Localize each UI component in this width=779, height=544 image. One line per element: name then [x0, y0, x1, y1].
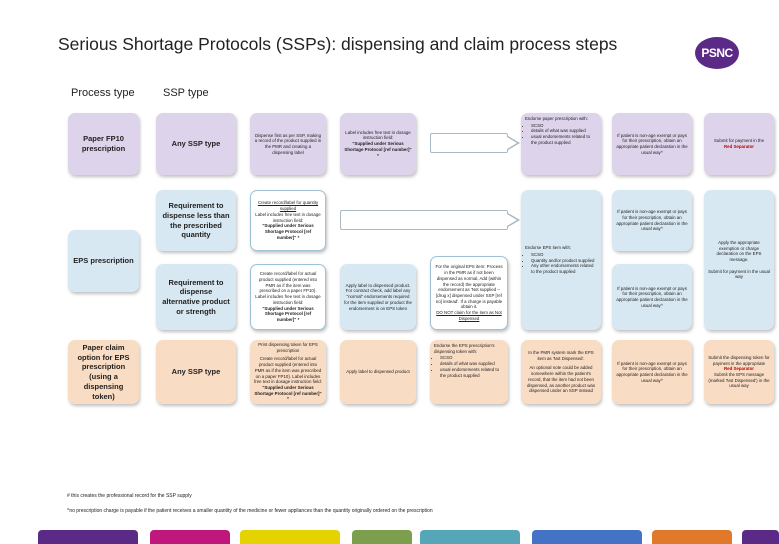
eps-less-record-text: Create record/label for quantity supplie… [257, 200, 319, 212]
claim-endorse-title: Endorse the EPS prescription's dispensin… [434, 343, 495, 354]
eps-alt-apply-text: Apply label to dispensed product. For co… [344, 282, 412, 311]
claim-step-endorse-token: Endorse the EPS prescription's dispensin… [430, 340, 508, 404]
footer-color-bar [352, 530, 412, 544]
eps-less-step-record: Create record/label for quantity supplie… [250, 190, 326, 251]
paper-endorse-item: usual endorsements related to the produc… [531, 134, 597, 145]
footer-color-bar [420, 530, 520, 544]
claim-record-text: Create record/label for actual product s… [254, 356, 322, 385]
eps-alt-record-text: Create record/label for actual product s… [255, 271, 321, 305]
process-eps: EPS prescription [68, 230, 139, 292]
eps-less-label-text: Label includes free text in dosage instr… [255, 211, 321, 223]
footnote-professional-record: # this creates the professional record f… [67, 493, 192, 499]
eps-less-ssp-text: "Supplied under Serious Shortage Protoco… [262, 223, 314, 240]
column-header-ssp-type: SSP type [163, 87, 209, 99]
eps-step-endorse: Endorse EPS item with: SCSO Quantity and… [521, 190, 601, 330]
ssp-type-alternative-product: Requirement to dispense alternative prod… [156, 264, 236, 330]
eps-endorse-item: Any other endorsements related to the pr… [531, 263, 597, 274]
claim-step-charge: If patient is non-age exempt or pays for… [612, 340, 692, 404]
paper-step-charge: If patient is non-age exempt or pays for… [612, 113, 692, 175]
ssp-any-paper-label: Any SSP type [171, 139, 221, 149]
eps-alt-step-apply-label: Apply label to dispensed product. For co… [340, 264, 416, 330]
page-title: Serious Shortage Protocols (SSPs): dispe… [58, 34, 618, 54]
process-paper-claim: Paper claim option for EPS prescription … [68, 340, 139, 404]
ssp-type-any-paper: Any SSP type [156, 113, 236, 175]
paper-step-label-text: Label includes free text in dosage instr… [345, 129, 411, 141]
paper-step-submit: Submit for payment in the Red Separator [704, 113, 774, 175]
eps-step-submit: Apply the appropriate exemption or charg… [704, 190, 774, 330]
paper-endorse-item: details of what was supplied [531, 128, 597, 134]
eps-less-step-charge: If patient is non-age exempt or pays for… [612, 190, 692, 251]
paper-flow-arrow [430, 133, 508, 153]
claim-endorse-item: usual endorsements related to the produc… [440, 367, 504, 378]
eps-alt-step-original-item: For the original EPS item: Process in th… [430, 256, 508, 330]
eps-alt-original-text: For the original EPS item: Process in th… [435, 264, 503, 310]
process-eps-label: EPS prescription [73, 256, 134, 266]
claim-apply-text: Apply label to dispensed product [346, 369, 410, 375]
ssp-type-any-claim: Any SSP type [156, 340, 236, 404]
claim-note-text: An optional note could be added somewher… [526, 365, 596, 394]
footer-color-bar [38, 530, 138, 544]
eps-alt-do-not-claim-text: DO NOT claim for the item as Not Dispens… [436, 310, 502, 321]
claim-endorse-item: details of what was supplied [440, 361, 504, 367]
eps-alt-step-charge: If patient is non-age exempt or pays for… [612, 264, 692, 330]
eps-less-flow-arrow [340, 210, 508, 230]
claim-step-print-token: Print dispensing token for EPS prescript… [250, 340, 326, 404]
claim-ssp-text: "Supplied under Serious Shortage Protoco… [254, 384, 322, 402]
eps-endorse-item: SCSO [531, 252, 597, 258]
claim-charge-text: If patient is non-age exempt or pays for… [616, 360, 688, 383]
claim-print-token-text: Print dispensing token for EPS prescript… [258, 341, 318, 353]
paper-submit-text: Submit for payment in the [713, 138, 765, 144]
eps-alt-step-record: Create record/label for actual product s… [250, 264, 326, 330]
red-separator-label: Red Separator [723, 366, 754, 372]
eps-endorse-item: Quantity and/or product supplied [531, 258, 597, 264]
footer-color-bar [652, 530, 732, 544]
claim-endorse-item: SCSO [440, 355, 504, 361]
footnote-prescription-charge: ^no prescription charge is payable if th… [67, 508, 433, 514]
eps-endorse-title: Endorse EPS item with: [525, 245, 572, 251]
claim-step-mark-not-dispensed: In the PMR system mark the EPS item as '… [521, 340, 601, 404]
paper-step-endorse: Endorse paper prescription with: SCSO de… [521, 113, 601, 175]
claim-submit-token-text: Submit the dispensing token for payment … [708, 354, 770, 366]
paper-step-dispense-text: Dispense first as per SSP, making a reco… [254, 132, 322, 155]
process-paper-label: Paper FP10 prescription [81, 134, 126, 153]
eps-submit-declaration-text: Apply the appropriate exemption or charg… [716, 239, 762, 262]
eps-submit-payment-text: Submit for payment in the usual way [708, 268, 770, 280]
paper-endorse-item: SCSO [531, 123, 597, 129]
ssp-type-less-quantity: Requirement to dispense less than the pr… [156, 190, 236, 251]
eps-alt-ssp-text: "Supplied under Serious Shortage Protoco… [262, 305, 314, 323]
paper-flow-arrowhead [507, 136, 520, 150]
footer-color-bar [742, 530, 779, 544]
eps-less-charge-text: If patient is non-age exempt or pays for… [616, 209, 688, 232]
eps-alt-charge-text: If patient is non-age exempt or pays for… [616, 285, 688, 308]
claim-mark-text: In the PMR system mark the EPS item as '… [528, 349, 594, 361]
process-paper-fp10: Paper FP10 prescription [68, 113, 139, 175]
ssp-any-claim-label: Any SSP type [171, 367, 221, 377]
eps-less-flow-arrowhead [507, 213, 520, 227]
ssp-alt-label: Requirement to dispense alternative prod… [162, 277, 230, 316]
claim-step-apply-label: Apply label to dispensed product [340, 340, 416, 404]
paper-charge-text: If patient is non-age exempt or pays for… [616, 132, 688, 155]
paper-step-label-ssp-text: "Supplied under Serious Shortage Protoco… [344, 141, 412, 158]
footer-color-bar [150, 530, 230, 544]
psnc-logo: PSNC [695, 37, 739, 69]
paper-endorse-title: Endorse paper prescription with: [525, 116, 588, 121]
process-claim-label: Paper claim option for EPS prescription … [77, 342, 130, 401]
red-separator-label: Red Separator [723, 144, 754, 149]
claim-submit-eps-text: Submit the EPS message (marked 'Not Disp… [708, 372, 770, 389]
paper-step-dispense: Dispense first as per SSP, making a reco… [250, 113, 326, 175]
paper-step-label: Label includes free text in dosage instr… [340, 113, 416, 175]
footer-color-bar [532, 530, 642, 544]
column-header-process-type: Process type [71, 87, 135, 99]
ssp-less-label: Requirement to dispense less than the pr… [162, 201, 230, 240]
claim-step-submit: Submit the dispensing token for payment … [704, 340, 774, 404]
footer-color-bar [240, 530, 340, 544]
